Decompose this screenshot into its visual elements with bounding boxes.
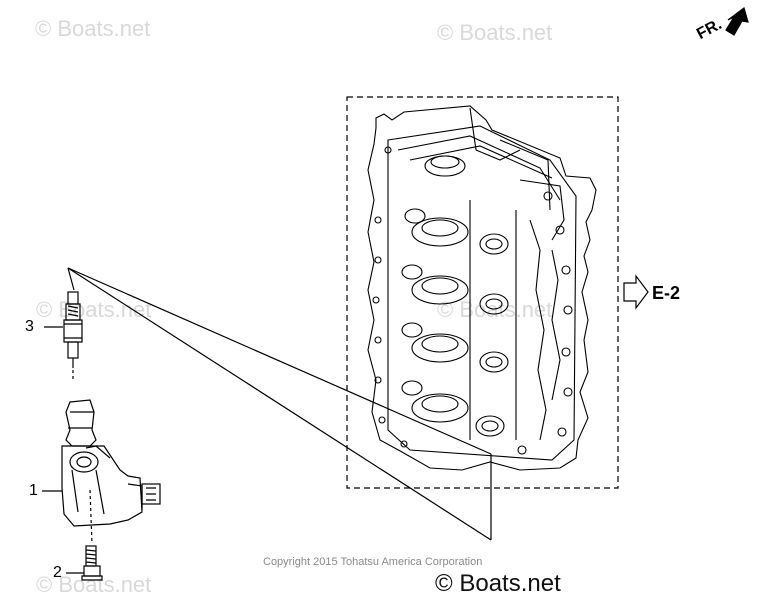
callout-number-3: 3	[25, 318, 34, 335]
callout-number-2: 2	[53, 564, 62, 581]
leader-line	[67, 267, 75, 291]
watermark: © Boats.net	[35, 16, 151, 41]
reference-arrow-icon	[623, 274, 649, 310]
front-direction-arrow-icon	[725, 6, 749, 36]
reference-label: E-2	[652, 283, 681, 303]
ignition-coil-illustration	[61, 399, 161, 527]
bolt-illustration	[81, 489, 103, 581]
leader-line	[67, 267, 492, 455]
watermark: © Boats.net	[437, 20, 553, 45]
assembly-boundary	[346, 96, 619, 489]
leader-line	[67, 267, 492, 541]
cylinder-head-illustration	[367, 105, 597, 471]
copyright-notice: Copyright 2015 Tohatsu America Corporati…	[263, 556, 483, 568]
footer-watermark: © Boats.net	[435, 570, 561, 597]
spark-plug-illustration	[63, 291, 83, 380]
callout-number-1: 1	[29, 482, 38, 499]
